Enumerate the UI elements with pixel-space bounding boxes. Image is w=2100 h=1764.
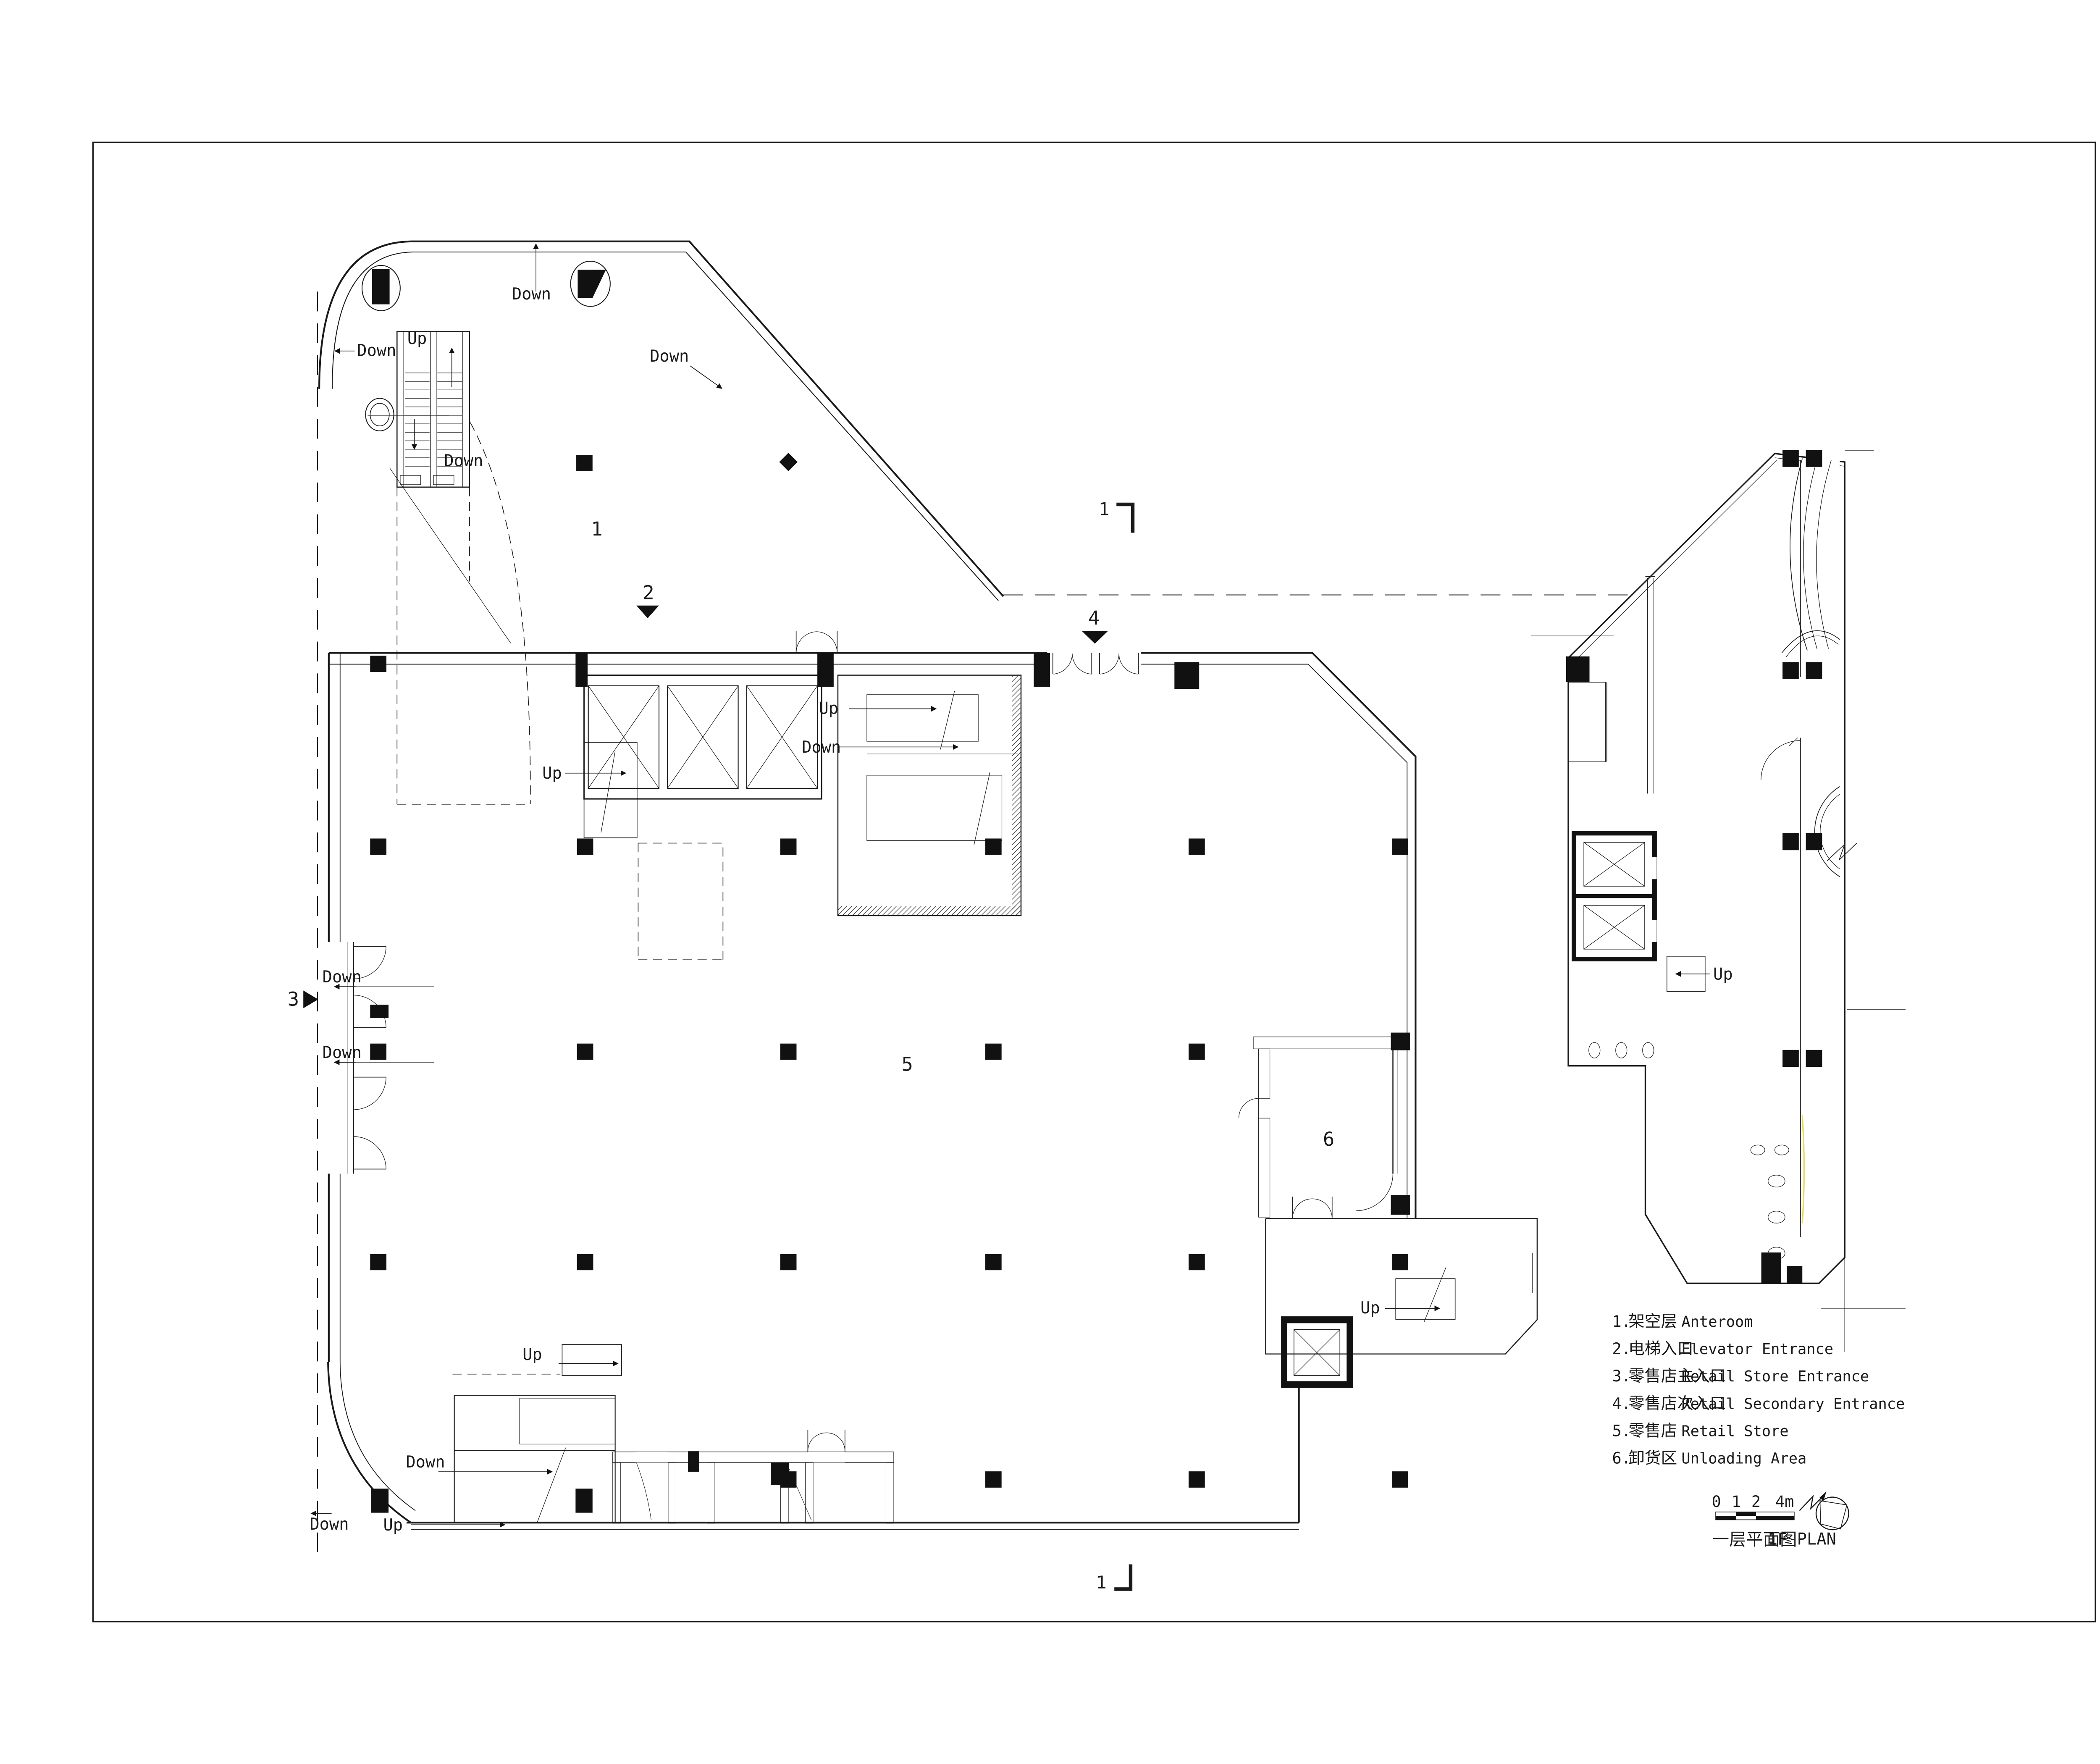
section-number-label: 1 [1099, 499, 1109, 519]
direction-label: Up [1713, 965, 1733, 984]
column-diamond [779, 453, 798, 471]
direction-label: Down [512, 285, 551, 304]
area-number-label: 5 [901, 1053, 913, 1075]
legend-label-cn: 零售店主入口 [1628, 1367, 1726, 1386]
wing-curved-glass [1781, 458, 1840, 877]
direction-label: Down [357, 341, 396, 360]
entrance-4-marker [1082, 631, 1108, 644]
entrance-4-doors [1052, 653, 1139, 675]
legend-label-cn: 零售店次入口 [1628, 1394, 1726, 1413]
wing-columns [1566, 450, 1822, 1283]
main-building [303, 243, 1710, 1552]
legend-number: 3. [1612, 1367, 1631, 1385]
direction-label: Up [1360, 1299, 1380, 1318]
direction-label: Down [323, 968, 362, 987]
title-en: 1F PLAN [1768, 1530, 1836, 1549]
direction-label: Down [323, 1043, 362, 1062]
direction-label: Down [444, 452, 483, 470]
area-number-label: 1 [591, 518, 602, 540]
direction-label: Down [310, 1515, 349, 1534]
annex-room [1265, 1197, 1538, 1388]
wing-elevators [1572, 831, 1657, 961]
unloading-area [1238, 1032, 1410, 1218]
legend-label-en: Anteroom [1681, 1313, 1753, 1331]
bottom-stairs [370, 1344, 622, 1523]
direction-label: Up [383, 1516, 403, 1535]
direction-label: Up [542, 764, 562, 783]
legend-number: 4. [1612, 1394, 1631, 1412]
legend-label-cn: 卸货区 [1628, 1449, 1677, 1468]
column [372, 269, 390, 304]
small-stair [583, 742, 638, 838]
legend-label-en: Retail Store Entrance [1681, 1368, 1869, 1385]
direction-label: Down [406, 1453, 445, 1472]
north-arrow-icon [1799, 1491, 1849, 1530]
title-cn: 一层平面图 [1712, 1529, 1797, 1549]
direction-label: Down [802, 738, 841, 757]
scale-tick: 0 [1712, 1493, 1721, 1511]
entrance-3-marker [303, 990, 318, 1008]
column-grid [370, 838, 1408, 1488]
exterior-wall [327, 652, 1417, 1524]
grid-ticks [1530, 450, 1906, 1309]
elevator-bank [583, 675, 822, 800]
main-stairwell [837, 675, 1022, 916]
legend-label-en: Elevator Entrance [1681, 1341, 1833, 1358]
direction-label: Down [650, 347, 689, 366]
direction-label: Up [407, 329, 427, 348]
legend-label-en: Retail Store [1681, 1423, 1788, 1440]
page-border [92, 142, 2096, 1622]
scale-tick: 1 [1732, 1493, 1741, 1511]
legend-label-cn: 零售店 [1628, 1422, 1677, 1441]
wing-door-arc [1761, 740, 1801, 780]
wing-toilets-row [1574, 1038, 1661, 1062]
area-number-label: 3 [288, 988, 299, 1011]
area-number-label: 6 [1323, 1128, 1334, 1150]
anteroom-area [318, 240, 1004, 805]
escalator [396, 331, 470, 488]
property-line [317, 291, 1633, 1552]
legend-label-en: Unloading Area [1681, 1450, 1806, 1467]
legend-number: 1. [1612, 1312, 1631, 1331]
direction-label: Up [819, 699, 838, 718]
legend-label-cn: 架空层 [1628, 1312, 1677, 1331]
entrance-3-vestibule [346, 942, 434, 1174]
legend-label-en: Retail Secondary Entrance [1681, 1395, 1905, 1412]
entrance-2-marker [636, 605, 659, 619]
right-wing [1530, 450, 1906, 1352]
section-number-label: 1 [1096, 1572, 1106, 1593]
legend-number: 5. [1612, 1422, 1631, 1440]
wing-toilets-column [1738, 1139, 1800, 1271]
scale-tick: 4m [1775, 1493, 1794, 1511]
area-number-label: 2 [643, 582, 654, 604]
direction-label: Up [522, 1345, 542, 1364]
bottom-rooms [612, 1430, 894, 1524]
entrance-markers [303, 605, 1108, 1008]
column [576, 455, 593, 471]
scale-tick: 2 [1751, 1493, 1761, 1511]
wing-west-stair [1568, 682, 1606, 762]
annotation-labels: DownDownDownUpDownUpDownUpDownDownUpDown… [288, 285, 1733, 1593]
glass-accent [1801, 1115, 1805, 1223]
legend-number: 2. [1612, 1340, 1631, 1358]
canopy-outer-edge [318, 240, 1004, 597]
section-markers [1114, 502, 1135, 1591]
leader-arrows [310, 243, 1710, 1528]
break-line-icon [1827, 843, 1857, 861]
legend-label-cn: 电梯入口 [1628, 1339, 1693, 1358]
legend-number: 6. [1612, 1449, 1631, 1467]
column [578, 270, 606, 298]
plan-title: 一层平面图 1F PLAN [1712, 1529, 1836, 1549]
area-number-label: 4 [1088, 607, 1100, 629]
